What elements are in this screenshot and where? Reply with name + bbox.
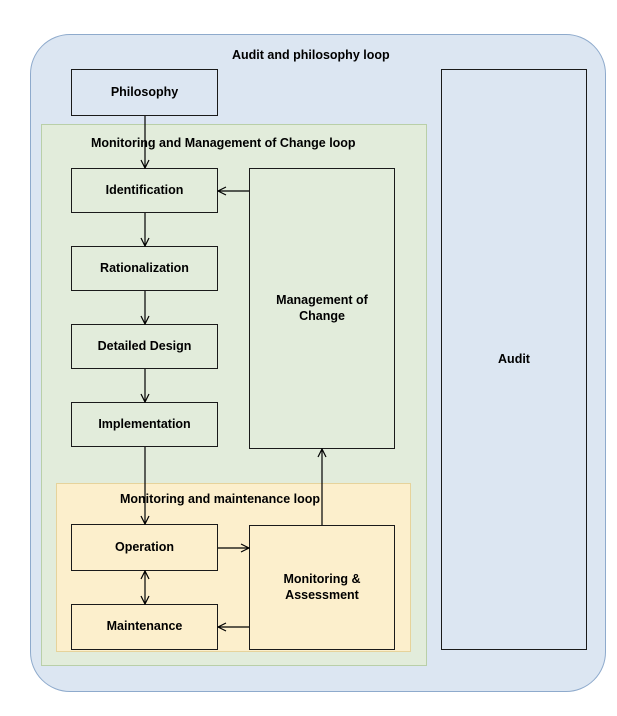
audit-box: Audit	[441, 69, 587, 650]
audit-philosophy-loop-label: Audit and philosophy loop	[232, 48, 390, 62]
maintenance-loop-label: Monitoring and maintenance loop	[120, 492, 320, 506]
maintenance-loop-region	[56, 483, 411, 652]
philosophy-box: Philosophy	[71, 69, 218, 116]
monitoring-assessment-box: Monitoring & Assessment	[249, 525, 395, 650]
management-of-change-box: Management of Change	[249, 168, 395, 449]
moc-loop-label: Monitoring and Management of Change loop	[91, 136, 356, 150]
